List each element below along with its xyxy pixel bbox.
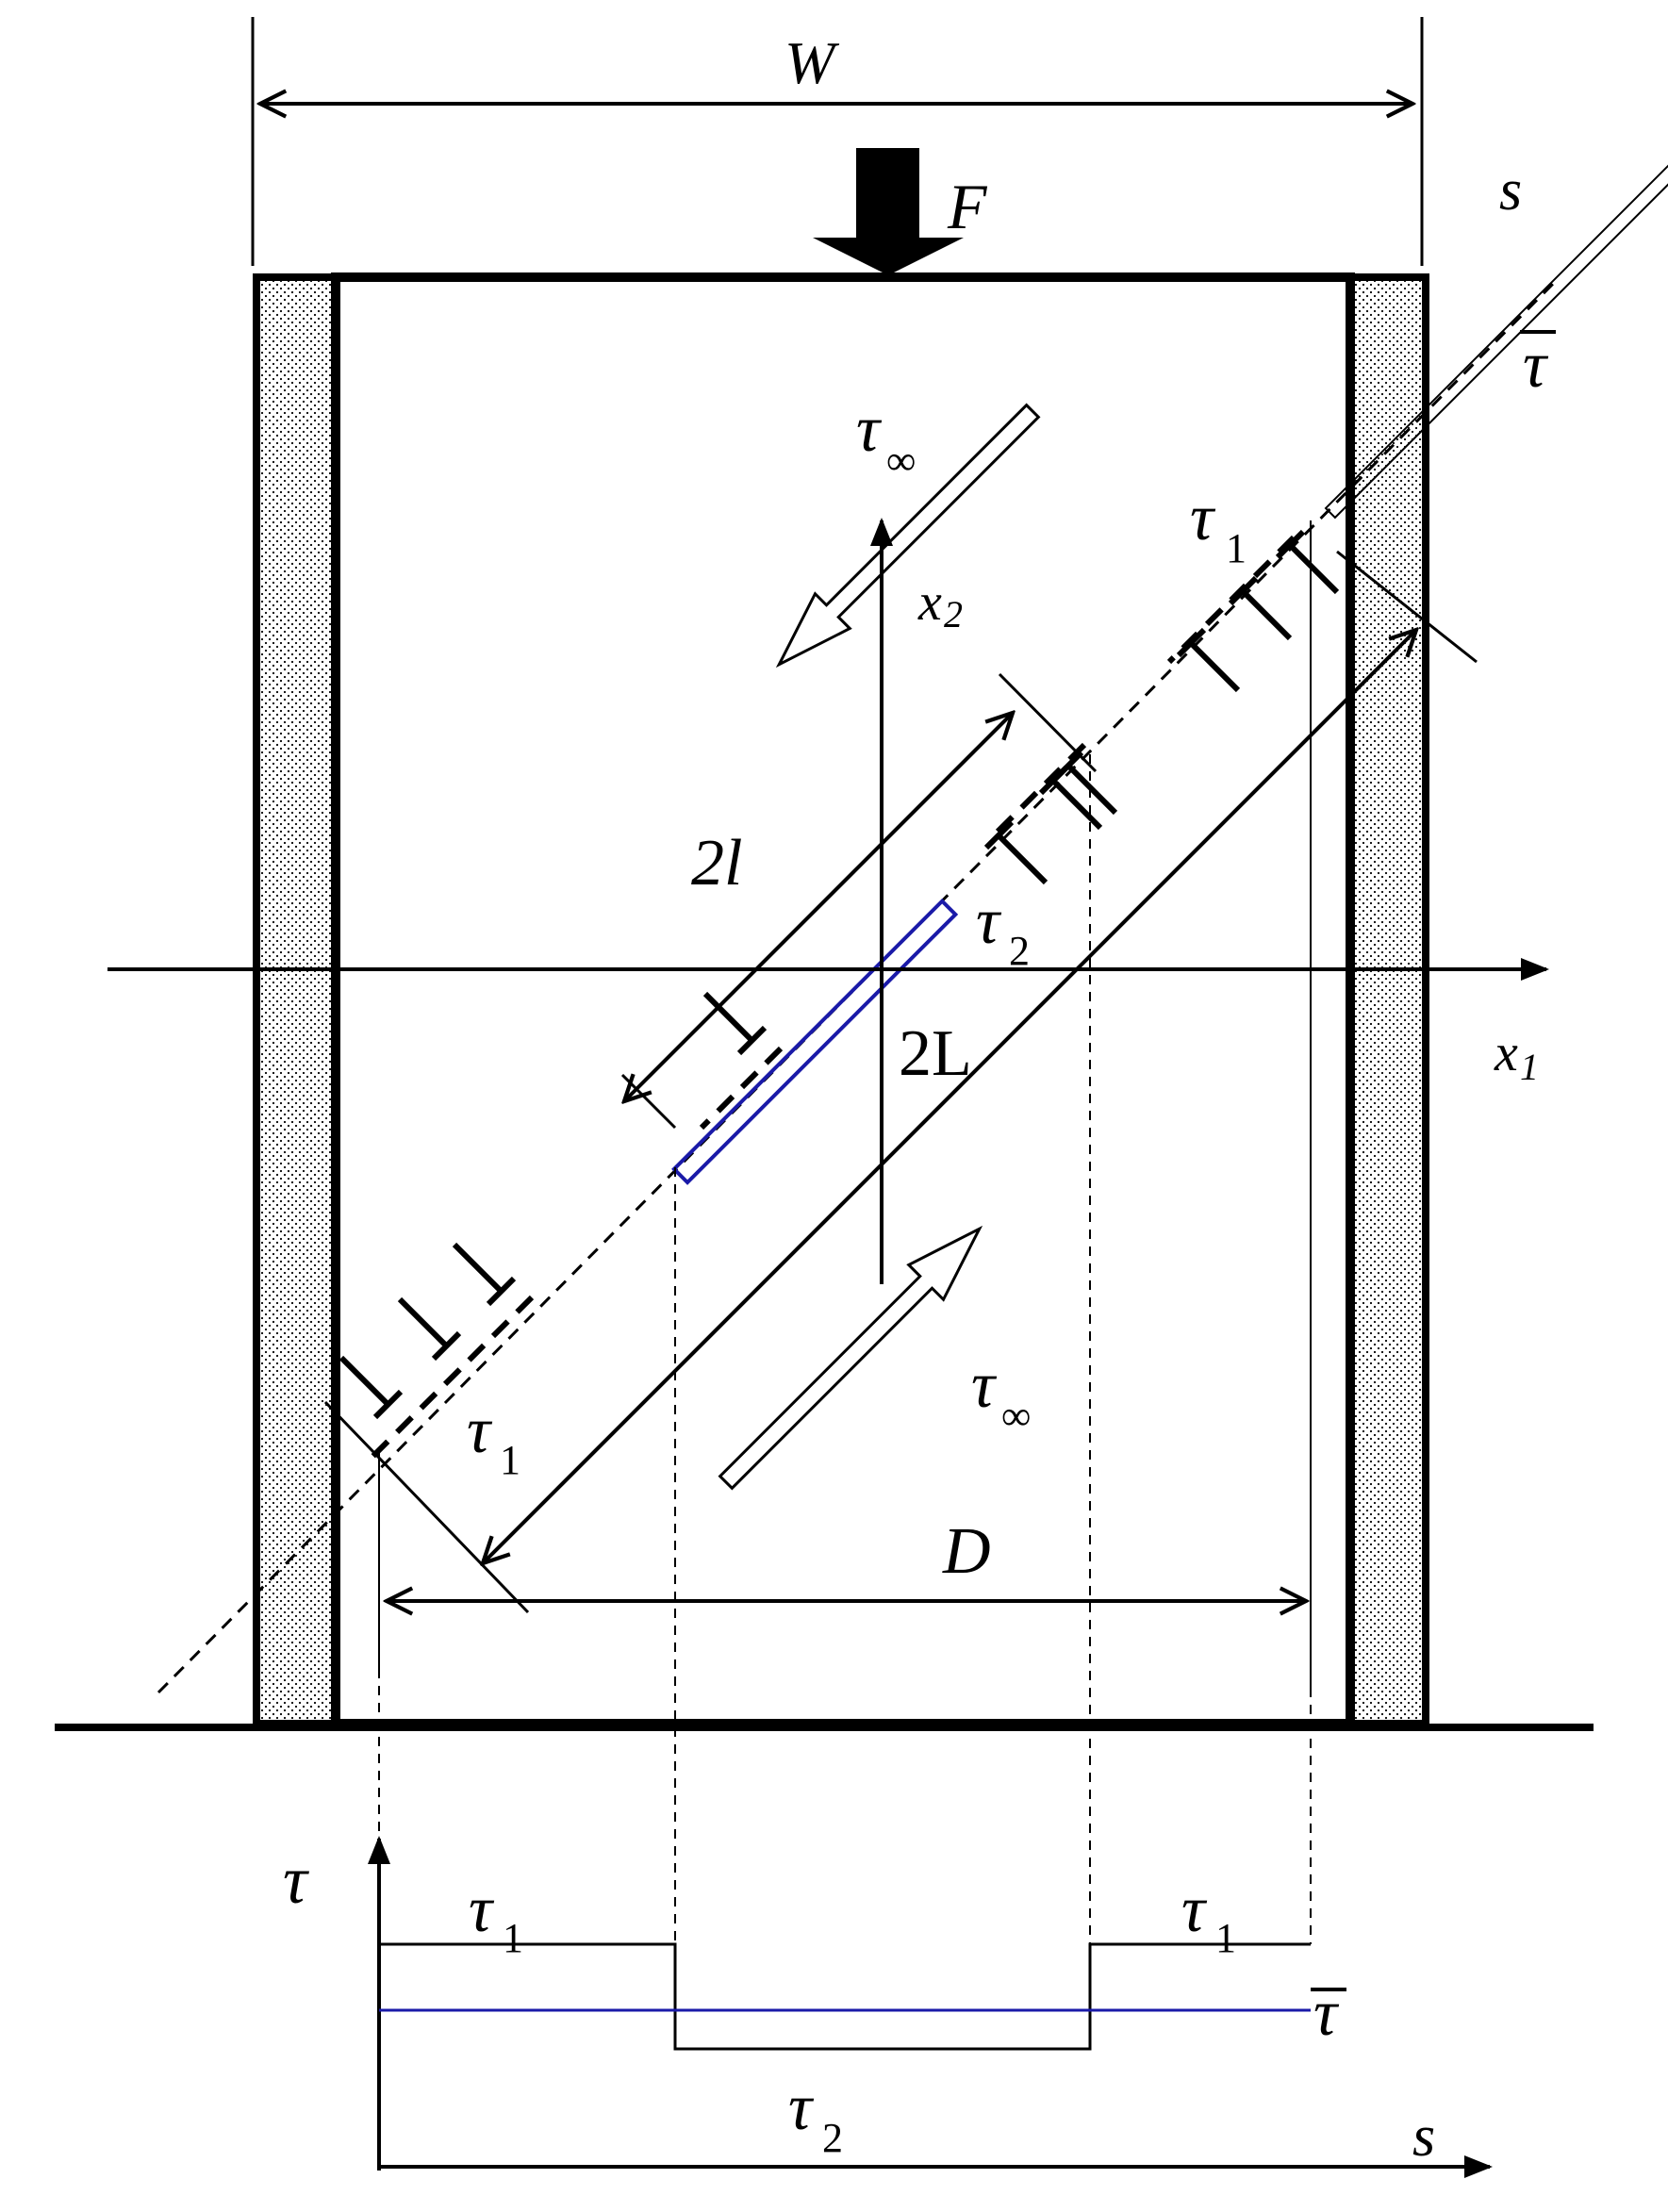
tau1-label-bottom: τ 1: [467, 1395, 520, 1483]
tau1-plot-label-right: τ 1: [1181, 1874, 1236, 1961]
specimen: [55, 272, 1594, 1731]
width-label: W: [784, 29, 840, 96]
x2-label: x 2: [917, 573, 963, 636]
svg-text:2L: 2L: [899, 1017, 972, 1090]
svg-text:2: 2: [822, 2115, 843, 2161]
right-stippled-wall: [1346, 273, 1429, 1727]
tau-profile-plot: τ s τ 1 τ 1 τ 2 τ: [283, 1836, 1493, 2178]
svg-text:1: 1: [500, 1437, 520, 1483]
tau-axis-label: τ: [283, 1842, 309, 1918]
svg-text:x: x: [1494, 1024, 1518, 1082]
svg-text:τ: τ: [469, 1874, 495, 1946]
tau-bar-top-label: τ: [1523, 329, 1549, 402]
tau-profile-line: [379, 1942, 1311, 2051]
svg-text:1: 1: [1215, 1915, 1236, 1961]
svg-text:1: 1: [1226, 525, 1247, 571]
svg-text:τ: τ: [1181, 1874, 1208, 1946]
load-arrow: F: [813, 148, 988, 275]
shear-band: [1324, 0, 1668, 520]
tau-inf-label-lower: τ ∞: [971, 1349, 1031, 1439]
x1-label: x 1: [1494, 1024, 1539, 1088]
width-dimension: W: [251, 17, 1424, 266]
svg-text:∞: ∞: [1001, 1393, 1031, 1439]
tau2-plot-label: τ 2: [788, 2072, 843, 2161]
D-dimension: D: [387, 1515, 1306, 1601]
svg-text:τ: τ: [856, 393, 883, 466]
tau1-label-top: τ 1: [1190, 482, 1247, 571]
svg-text:τ: τ: [971, 1349, 998, 1422]
svg-text:∞: ∞: [886, 437, 916, 484]
svg-text:τ: τ: [467, 1395, 493, 1467]
svg-text:2: 2: [1009, 928, 1030, 974]
s-axis-label: s: [1412, 2105, 1435, 2169]
tau-bar-plot-label: τ: [1311, 1977, 1346, 2050]
svg-text:1: 1: [1520, 1046, 1539, 1088]
left-stippled-wall: [253, 273, 339, 1727]
svg-text:D: D: [942, 1515, 991, 1588]
tau-inf-label-upper: τ ∞: [856, 393, 916, 484]
svg-text:τ: τ: [1190, 482, 1216, 554]
shear-band-trace: [157, 281, 1556, 1694]
tau-inf-arrow-lower: [718, 1225, 983, 1491]
svg-text:1: 1: [503, 1915, 523, 1961]
2L-dimension: 2L: [323, 550, 1478, 1614]
svg-text:τ: τ: [788, 2072, 815, 2144]
dislocation-dashes: [369, 535, 1296, 1461]
s-top-label: s: [1499, 158, 1522, 223]
svg-text:τ: τ: [976, 885, 1002, 958]
svg-text:x: x: [917, 573, 942, 632]
dislocation-marks: [339, 529, 1340, 1420]
force-label: F: [947, 171, 988, 242]
svg-text:2l: 2l: [691, 827, 742, 900]
tau2-label-mid: τ 2: [976, 885, 1030, 974]
2l-dimension: 2l: [622, 672, 1098, 1130]
tau1-plot-label-left: τ 1: [469, 1874, 523, 1961]
svg-text:2: 2: [944, 593, 963, 636]
